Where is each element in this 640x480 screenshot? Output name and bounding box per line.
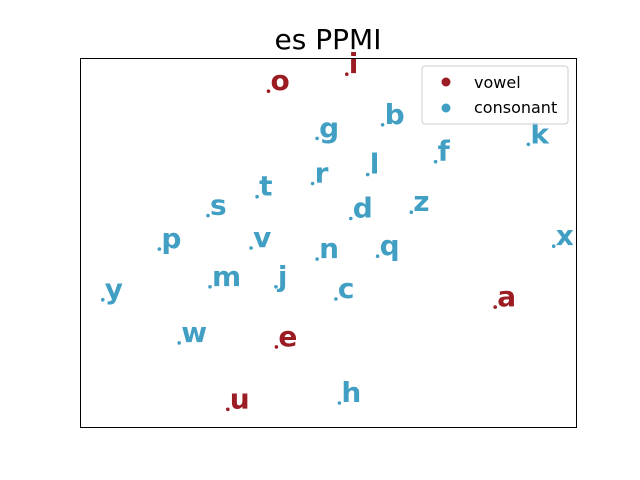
point-label-h: h	[341, 376, 361, 409]
point-label-o: o	[271, 64, 290, 97]
point-marker-o	[266, 89, 271, 93]
legend: vowel consonant	[421, 65, 569, 125]
point-marker-l	[365, 172, 370, 177]
point-marker-x	[551, 244, 556, 248]
point-label-q: q	[380, 229, 400, 262]
point-marker-s	[206, 213, 210, 218]
point-label-z: z	[413, 185, 429, 218]
legend-label-consonant: consonant	[474, 98, 557, 117]
point-marker-b	[380, 123, 385, 127]
point-label-j: j	[277, 260, 288, 293]
point-marker-p	[157, 247, 162, 251]
point-label-a: a	[497, 280, 516, 313]
point-label-i: i	[349, 47, 359, 80]
point-marker-n	[315, 257, 319, 261]
point-label-w: w	[181, 316, 207, 349]
legend-marker-consonant	[441, 103, 451, 113]
point-marker-g	[315, 136, 319, 141]
point-marker-k	[526, 142, 531, 147]
point-label-n: n	[319, 232, 339, 265]
point-label-x: x	[556, 219, 574, 252]
legend-box	[421, 65, 569, 125]
legend-label-vowel: vowel	[474, 73, 521, 92]
point-label-d: d	[353, 192, 373, 225]
point-label-b: b	[385, 98, 405, 131]
point-label-u: u	[230, 382, 250, 415]
point-marker-d	[349, 216, 353, 221]
point-marker-m	[208, 285, 212, 289]
point-marker-z	[409, 210, 414, 214]
point-label-g: g	[319, 111, 339, 144]
point-label-l: l	[370, 148, 380, 181]
points-layer: o i a eu b k g f l r t z s d x p v n q m j y c w h	[101, 47, 574, 415]
point-label-c: c	[338, 272, 355, 305]
point-label-y: y	[105, 273, 123, 306]
point-label-k: k	[530, 117, 550, 150]
point-marker-v	[249, 246, 253, 250]
point-label-f: f	[438, 135, 451, 168]
point-label-r: r	[315, 157, 329, 190]
point-label-t: t	[259, 170, 272, 203]
point-marker-i	[345, 72, 349, 76]
point-marker-t	[255, 194, 259, 199]
point-marker-u	[226, 407, 230, 412]
point-marker-q	[375, 254, 380, 258]
point-marker-w	[177, 341, 181, 345]
point-marker-h	[337, 401, 342, 405]
point-marker-c	[334, 297, 338, 301]
point-marker-j	[274, 285, 278, 289]
point-label-v: v	[253, 221, 271, 254]
point-marker-r	[310, 181, 315, 186]
legend-marker-vowel	[441, 77, 451, 87]
point-marker-e	[274, 345, 279, 349]
point-label-e: e	[278, 320, 297, 353]
point-marker-y	[101, 297, 105, 302]
point-label-s: s	[210, 189, 227, 222]
point-marker-a	[493, 305, 498, 309]
point-label-m: m	[212, 260, 241, 293]
plot-frame	[80, 58, 577, 428]
point-marker-f	[433, 159, 438, 164]
point-label-p: p	[161, 222, 181, 255]
chart-title: es PPMI	[275, 23, 382, 56]
